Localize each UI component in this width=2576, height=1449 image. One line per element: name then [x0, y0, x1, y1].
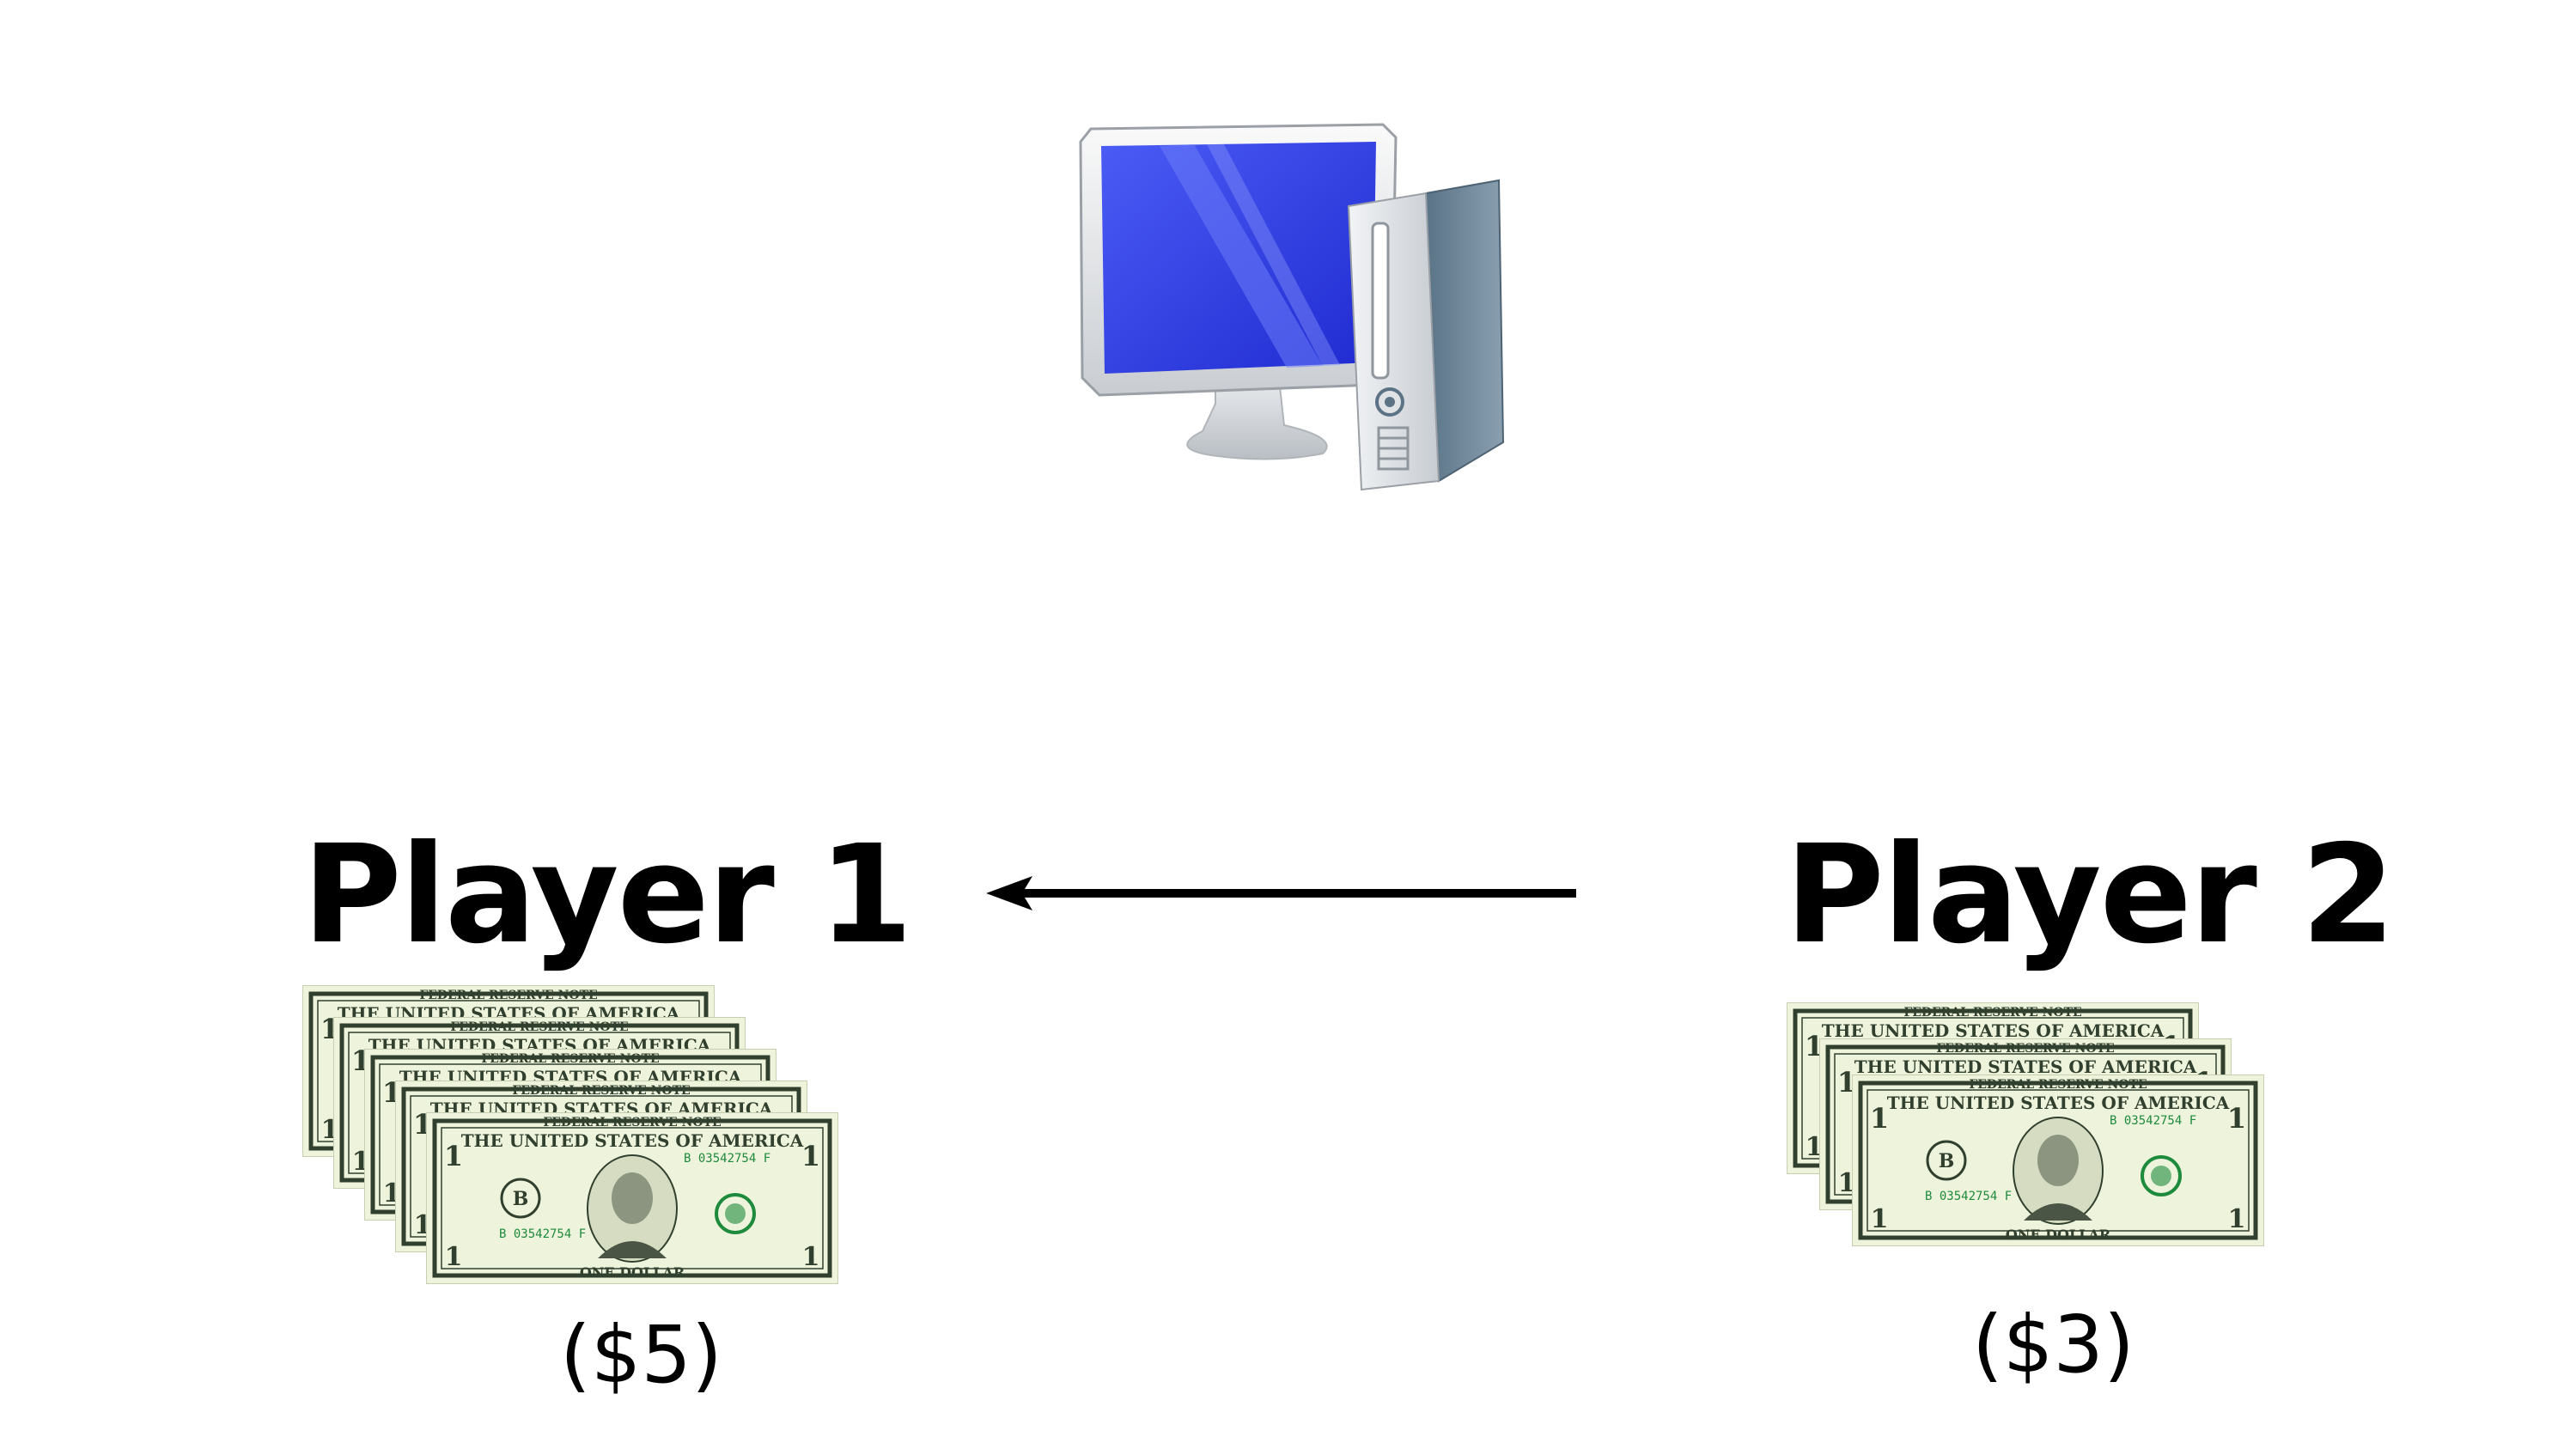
- svg-text:FEDERAL RESERVE NOTE: FEDERAL RESERVE NOTE: [1936, 1042, 2114, 1056]
- svg-text:THE UNITED STATES OF AMERICA: THE UNITED STATES OF AMERICA: [1822, 1020, 2165, 1041]
- arrow-head: [986, 876, 1032, 910]
- svg-text:ONE DOLLAR: ONE DOLLAR: [2006, 1227, 2111, 1243]
- svg-text:FEDERAL RESERVE NOTE: FEDERAL RESERVE NOTE: [1969, 1078, 2147, 1092]
- svg-text:B: B: [513, 1188, 529, 1210]
- svg-text:1: 1: [445, 1242, 463, 1272]
- dollar-bill-icon: FEDERAL RESERVE NOTE THE UNITED STATES O…: [426, 1112, 838, 1284]
- player-1-label: Player 1: [302, 816, 913, 974]
- svg-text:THE UNITED STATES OF AMERICA: THE UNITED STATES OF AMERICA: [461, 1130, 804, 1151]
- svg-text:THE UNITED STATES OF AMERICA: THE UNITED STATES OF AMERICA: [1854, 1056, 2197, 1077]
- player-2-label: Player 2: [1785, 816, 2396, 974]
- player-2-amount: ($3): [1972, 1299, 2134, 1391]
- player-1-amount: ($5): [560, 1309, 722, 1401]
- svg-text:1: 1: [801, 1140, 820, 1172]
- svg-text:FEDERAL RESERVE NOTE: FEDERAL RESERVE NOTE: [419, 989, 597, 1002]
- svg-text:FEDERAL RESERVE NOTE: FEDERAL RESERVE NOTE: [1903, 1006, 2081, 1020]
- svg-text:B 03542754 F: B 03542754 F: [1925, 1190, 2012, 1203]
- svg-text:ONE DOLLAR: ONE DOLLAR: [580, 1264, 685, 1281]
- svg-text:B: B: [1939, 1150, 1955, 1172]
- svg-text:B 03542754 F: B 03542754 F: [2110, 1114, 2196, 1128]
- svg-text:B 03542754 F: B 03542754 F: [684, 1152, 770, 1166]
- svg-text:THE UNITED STATES OF AMERICA: THE UNITED STATES OF AMERICA: [1887, 1093, 2230, 1113]
- desktop-computer-icon: [1079, 123, 1505, 491]
- svg-text:1: 1: [802, 1242, 820, 1272]
- svg-text:FEDERAL RESERVE NOTE: FEDERAL RESERVE NOTE: [543, 1116, 721, 1129]
- svg-text:FEDERAL RESERVE NOTE: FEDERAL RESERVE NOTE: [450, 1020, 628, 1034]
- svg-text:FEDERAL RESERVE NOTE: FEDERAL RESERVE NOTE: [512, 1084, 690, 1098]
- svg-text:1: 1: [444, 1140, 463, 1172]
- svg-text:1: 1: [2227, 1102, 2246, 1135]
- svg-text:1: 1: [1870, 1102, 1889, 1135]
- transfer-arrow: [986, 876, 1576, 910]
- svg-text:1: 1: [1871, 1204, 1889, 1234]
- svg-text:B 03542754 F: B 03542754 F: [499, 1227, 586, 1241]
- svg-text:1: 1: [2228, 1204, 2246, 1234]
- svg-text:FEDERAL RESERVE NOTE: FEDERAL RESERVE NOTE: [481, 1052, 659, 1066]
- dollar-bill-icon: FEDERAL RESERVE NOTE THE UNITED STATES O…: [1852, 1075, 2264, 1246]
